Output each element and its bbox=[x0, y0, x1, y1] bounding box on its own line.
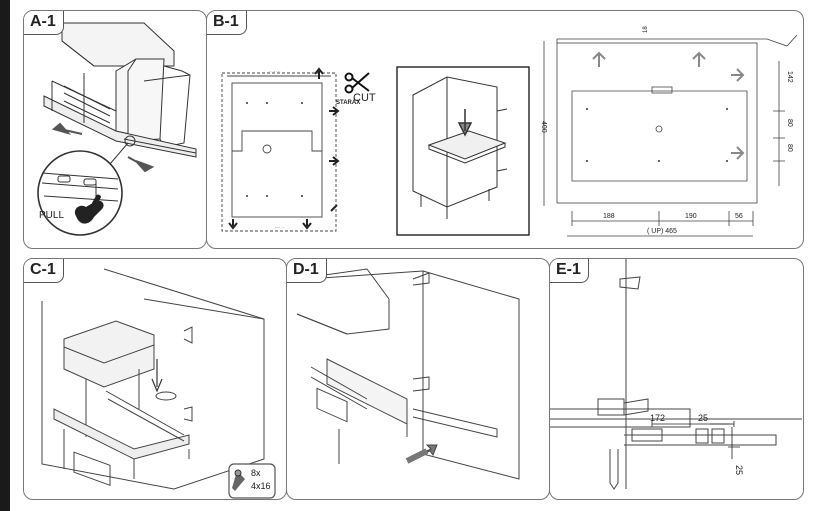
instruction-sheet: PULL A-1 ·· ··· ·· ···· ·· bbox=[10, 0, 818, 511]
arrow-icon bbox=[127, 156, 155, 173]
panel-e1: 172 25 25 E-1 bbox=[549, 258, 804, 500]
arrow-icon bbox=[408, 444, 438, 460]
dim-top: 18 bbox=[643, 26, 649, 33]
dim-172: 172 bbox=[650, 413, 665, 423]
dim-b1: 188 bbox=[603, 213, 615, 220]
panel-c1: 8x 4x16 C-1 bbox=[23, 258, 287, 500]
panel-a1-label: A-1 bbox=[24, 11, 64, 35]
svg-text:·· ··· ··: ·· ··· ·· bbox=[269, 69, 281, 74]
panel-a1: PULL A-1 bbox=[23, 10, 207, 249]
dim-25-vertical: 25 bbox=[734, 465, 744, 475]
arrow-icon bbox=[302, 219, 312, 230]
panel-b1-label: B-1 bbox=[207, 11, 247, 35]
detail-circle bbox=[37, 150, 123, 236]
cabinet-install-illustration: 8x 4x16 bbox=[41, 268, 276, 499]
scissors-icon bbox=[344, 72, 370, 94]
cutting-template-diagram: ·· ··· ·· ···· ·· STARAX CUT bbox=[221, 26, 798, 237]
dim-25-horizontal: 25 bbox=[698, 413, 708, 423]
panel-c1-label: C-1 bbox=[24, 259, 64, 283]
arrow-icon bbox=[228, 219, 238, 230]
svg-text:···· ··: ···· ·· bbox=[275, 225, 284, 230]
pull-label: PULL bbox=[39, 210, 64, 221]
hand-pull-icon bbox=[74, 194, 104, 224]
screw-count: 8x bbox=[251, 468, 261, 478]
screw-icon bbox=[232, 469, 245, 491]
panel-d1: D-1 bbox=[286, 258, 550, 500]
screwdriver-icon bbox=[151, 359, 163, 393]
panel-d1-label: D-1 bbox=[287, 259, 327, 283]
panel-e1-label: E-1 bbox=[550, 259, 589, 283]
screw-size: 4x16 bbox=[251, 481, 271, 491]
dim-side: 400 bbox=[540, 121, 547, 133]
dim-r1: 142 bbox=[786, 71, 793, 83]
arrow-icon bbox=[51, 122, 83, 135]
arrow-down-icon bbox=[457, 109, 473, 137]
dim-r2: 80 bbox=[786, 119, 793, 127]
dim-b3: 56 bbox=[735, 213, 743, 220]
dim-total: ( UP) 465 bbox=[647, 228, 677, 235]
cut-label: CUT bbox=[353, 92, 376, 104]
door-mount-illustration bbox=[296, 268, 520, 480]
brand-label: STARAX bbox=[336, 100, 360, 106]
dim-b2: 190 bbox=[685, 213, 697, 220]
pullout-bins-illustration: PULL bbox=[37, 22, 197, 236]
panel-b1: ·· ··· ·· ···· ·· STARAX CUT bbox=[206, 10, 804, 249]
dim-r3: 80 bbox=[786, 144, 793, 152]
hinge-detail-illustration: 172 25 25 bbox=[550, 259, 802, 490]
